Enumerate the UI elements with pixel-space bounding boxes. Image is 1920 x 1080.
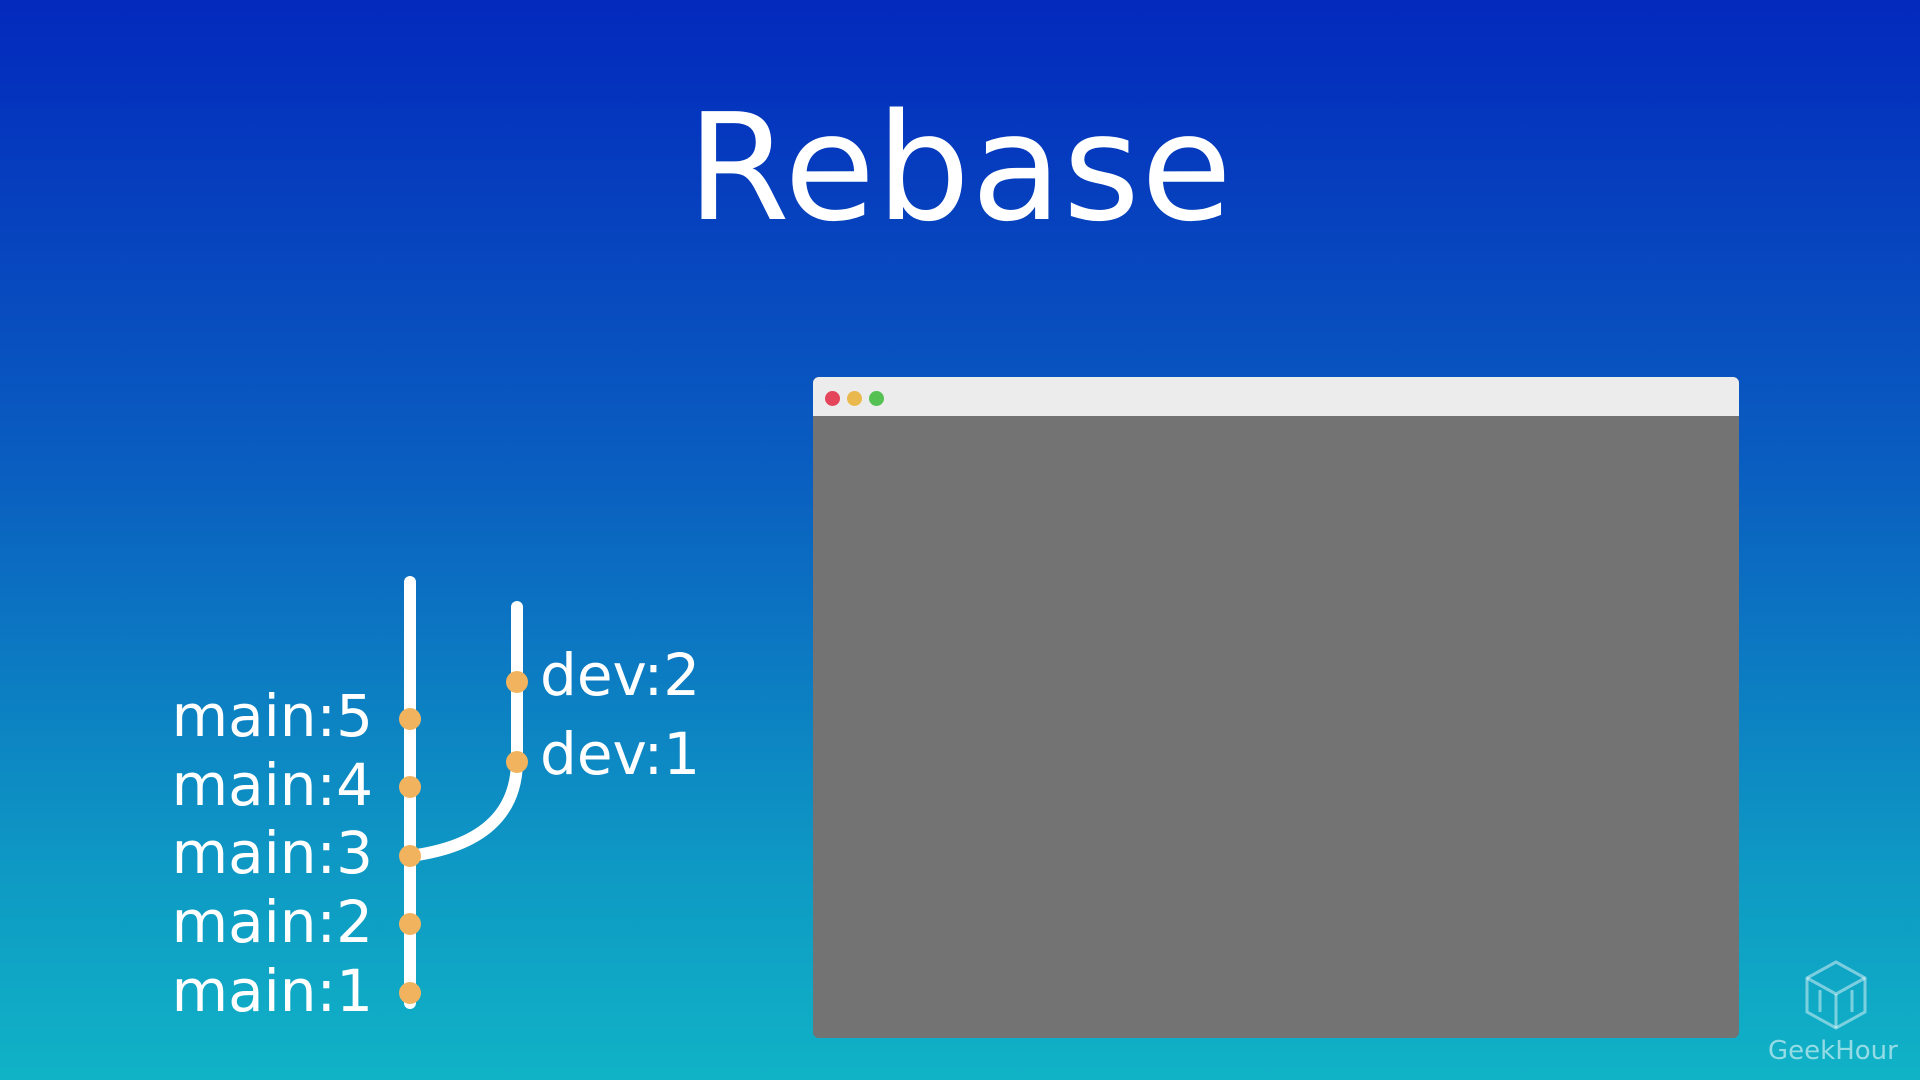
- commit-dot-main-3: [399, 845, 421, 867]
- commit-label-dev-2: dev:2: [540, 641, 700, 709]
- commit-dot-main-2: [399, 913, 421, 935]
- commit-dot-main-5: [399, 708, 421, 730]
- close-button[interactable]: [825, 391, 840, 406]
- window-title-bar: [813, 377, 1739, 416]
- maximize-button[interactable]: [869, 391, 884, 406]
- commit-dot-dev-2: [506, 671, 528, 693]
- terminal-window: [813, 377, 1739, 1038]
- commit-label-main-1: main:1: [172, 957, 373, 1025]
- commit-label-main-5: main:5: [172, 682, 373, 750]
- geekhour-cube-logo-icon: [1805, 960, 1867, 1030]
- commit-dot-dev-1: [506, 751, 528, 773]
- page-title: Rebase: [686, 82, 1234, 254]
- commit-label-main-4: main:4: [172, 751, 373, 819]
- minimize-button[interactable]: [847, 391, 862, 406]
- commit-label-main-2: main:2: [172, 888, 373, 956]
- commit-dot-main-1: [399, 982, 421, 1004]
- brand-watermark: GeekHour: [1748, 960, 1920, 1080]
- commit-dot-main-4: [399, 776, 421, 798]
- commit-label-main-3: main:3: [172, 819, 373, 887]
- dev-branch-line: [404, 601, 523, 862]
- commit-label-dev-1: dev:1: [540, 720, 700, 788]
- window-content-area[interactable]: [813, 416, 1739, 1038]
- brand-name: GeekHour: [1768, 1036, 1898, 1066]
